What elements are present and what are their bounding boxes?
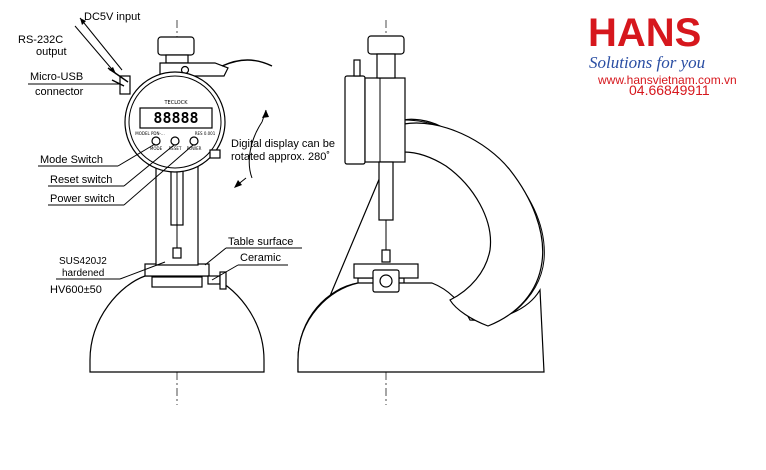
side-cap-neck	[376, 53, 396, 79]
side-gauge-front	[344, 75, 366, 165]
logo-url: www.hansvietnam.com.vn	[597, 73, 737, 87]
rs232c-label: RS-232C	[18, 34, 63, 46]
sus-leader	[119, 261, 166, 280]
front-table-collar	[151, 276, 203, 288]
side-contact-point	[381, 249, 391, 263]
rotate-note-line1: Digital display can be	[231, 138, 335, 150]
lcd-digits: 88888	[153, 109, 198, 127]
dc-input-label: DC5V input	[84, 11, 140, 23]
side-arm	[403, 122, 544, 327]
reset-switch-leader	[123, 144, 175, 187]
rotate-note-line2: rotated approx. 280˚	[231, 151, 330, 163]
hv-label: HV600±50	[50, 284, 102, 296]
micro-usb-label: Micro-USB	[30, 71, 83, 83]
ceramic-label: Ceramic	[240, 252, 281, 264]
dc-input-arrowhead	[80, 18, 86, 25]
front-gauge-bezel	[128, 75, 222, 169]
front-gauge-tab	[209, 149, 221, 159]
rotation-arc	[248, 121, 263, 179]
usb-connector	[119, 75, 131, 95]
front-contact-point	[172, 247, 182, 259]
side-dome-base	[297, 282, 545, 373]
mode-switch-label: Mode Switch	[40, 154, 103, 166]
power-button-label: POWER	[187, 146, 202, 151]
hans-logo: HANS Solutions for you www.hansvietnam.c…	[588, 11, 737, 98]
mode-button-label: MODE	[150, 146, 163, 151]
front-cap-neck	[165, 54, 189, 64]
side-spindle-sleeve	[378, 161, 394, 221]
rs232-arrowhead	[109, 67, 116, 74]
front-clamp-body	[207, 275, 221, 285]
side-table-knob-face	[379, 274, 393, 288]
front-clamp-knob	[219, 271, 227, 290]
mode-switch-leader	[117, 143, 156, 167]
gauge-model: MODEL PDN-...	[135, 131, 164, 136]
table-surface-leader	[204, 247, 227, 266]
power-button[interactable]	[189, 136, 199, 146]
micro-usb-connector-label: connector	[35, 86, 84, 98]
logo-phone: 04.66849911	[629, 82, 710, 98]
side-gauge-body	[364, 77, 406, 163]
sus-label: SUS420J2	[59, 256, 107, 267]
callouts: DC5V input RS-232C output Micro-USB conn…	[18, 11, 335, 296]
side-connector	[353, 59, 361, 77]
logo-brand: HANS	[588, 11, 701, 55]
gauge-brand-mark: TECLOCK	[163, 100, 188, 106]
reset-button[interactable]	[170, 136, 180, 146]
rs232-arrow	[74, 25, 117, 75]
front-cable	[221, 59, 273, 67]
side-top-cap	[367, 35, 405, 55]
reset-switch-label: Reset switch	[50, 174, 112, 186]
hardened-label: hardened	[62, 268, 104, 279]
dc-input-arrow	[79, 17, 123, 71]
ceramic-leader	[211, 264, 239, 281]
power-switch-label: Power switch	[50, 193, 115, 205]
front-top-cap	[157, 36, 195, 56]
front-dome-base	[89, 275, 265, 373]
front-view: 88888 TECLOCK MODEL PDN-... RES 0.001 MO…	[89, 20, 273, 405]
rotation-arrowhead-top	[262, 110, 269, 118]
side-view	[297, 20, 545, 405]
rs232c-output-label: output	[36, 46, 67, 58]
gauge-spec: RES 0.001	[195, 131, 216, 136]
table-surface-label: Table surface	[228, 236, 293, 248]
reset-button-label: RESET	[169, 146, 182, 151]
logo-slogan: Solutions for you	[589, 53, 705, 72]
usb-cable-2	[111, 79, 125, 87]
mode-button[interactable]	[151, 136, 161, 146]
lcd-window	[139, 107, 213, 129]
power-switch-leader	[123, 144, 194, 206]
rotation-arrowhead-bottom	[234, 180, 242, 188]
